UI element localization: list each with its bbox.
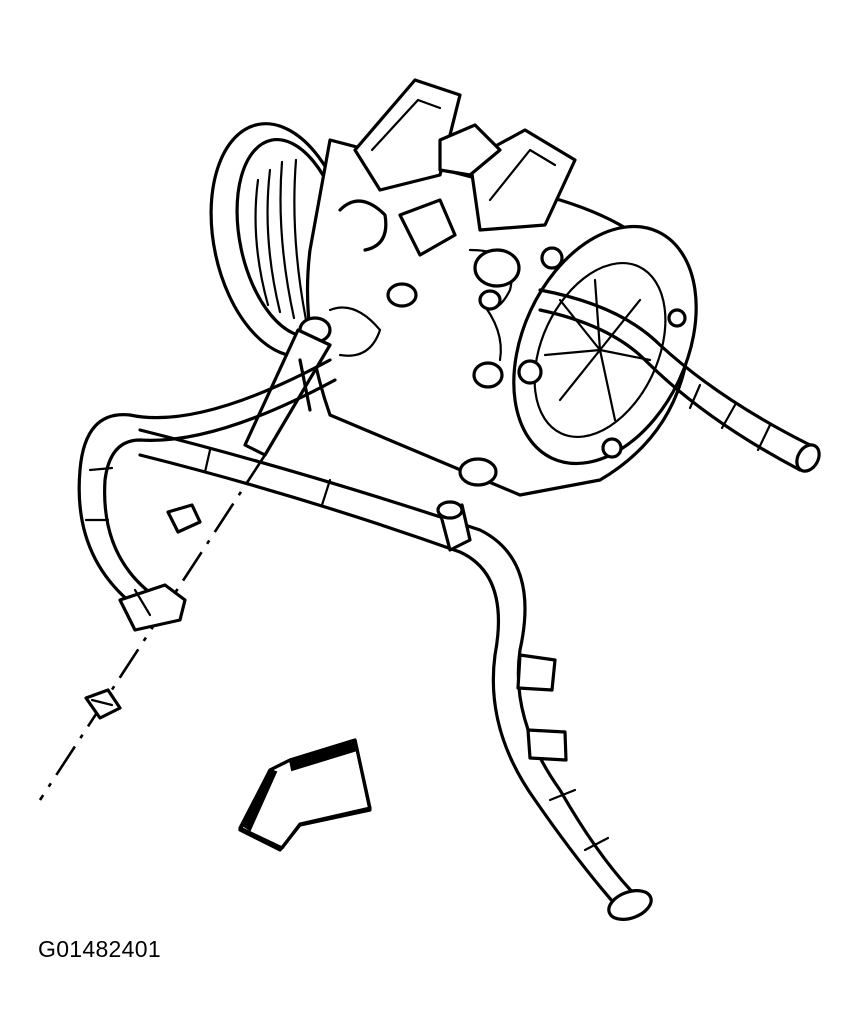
front-direction-arrow-icon (238, 738, 372, 852)
mounting-stud (38, 328, 332, 801)
compressor-body (298, 78, 698, 497)
figure-id-caption: G01482401 (38, 936, 161, 962)
retainer-clip-upper (166, 503, 202, 534)
discharge-hose (538, 288, 821, 473)
retainer-nut-lower (84, 688, 122, 720)
suction-hose-assembly (77, 358, 653, 921)
